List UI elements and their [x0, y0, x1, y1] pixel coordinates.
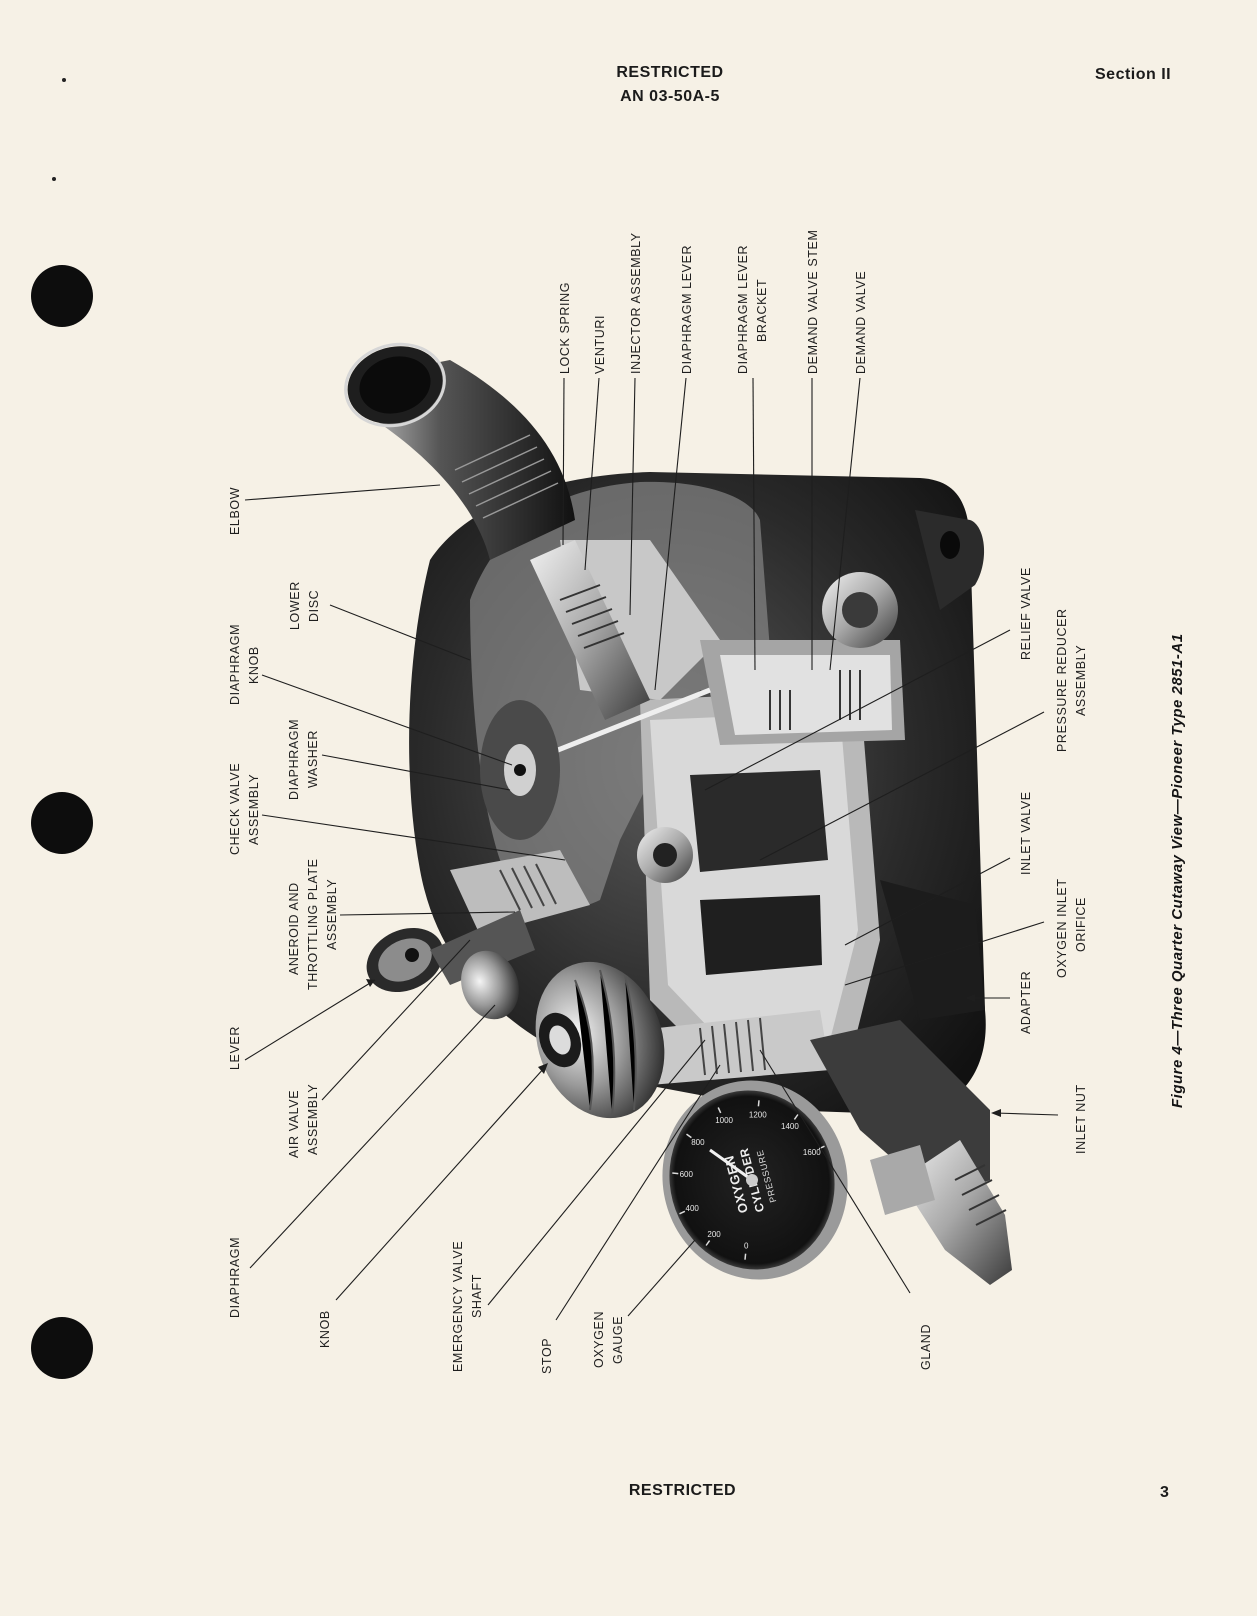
label-diaphragm: DIAPHRAGM — [228, 1237, 242, 1318]
left-labels: ELBOW LOWER DISC DIAPHRAGM KNOB DIAPHRAG… — [228, 487, 933, 1374]
label-oxygen-gauge-line1: OXYGEN — [592, 1311, 606, 1368]
gauge-tick — [744, 1253, 747, 1260]
gauge-scale-label: 1000 — [715, 1116, 733, 1125]
emergency-knob — [535, 961, 665, 1119]
label-inlet-valve: INLET VALVE — [1019, 791, 1033, 875]
label-knob: KNOB — [318, 1310, 332, 1348]
label-oxygen-gauge-line2: GAUGE — [611, 1316, 625, 1364]
label-air-valve-line2: ASSEMBLY — [306, 1084, 320, 1155]
gauge-tick — [793, 1114, 799, 1120]
punch-hole-bottom — [31, 1317, 93, 1379]
label-venturi: VENTURI — [593, 315, 607, 374]
scan-speck — [62, 78, 66, 82]
label-inlet-nut: INLET NUT — [1074, 1084, 1088, 1154]
footer-classification: RESTRICTED — [628, 1482, 737, 1499]
label-check-valve-line2: ASSEMBLY — [247, 774, 261, 845]
top-labels: LOCK SPRING VENTURI INJECTOR ASSEMBLY DI… — [558, 230, 868, 374]
label-demand-valve: DEMAND VALVE — [854, 271, 868, 374]
label-diaphragm-washer-line1: DIAPHRAGM — [287, 719, 301, 800]
punch-hole-middle — [31, 792, 93, 854]
label-elbow: ELBOW — [228, 487, 242, 535]
label-relief-valve: RELIEF VALVE — [1019, 567, 1033, 660]
gauge-scale-label: 400 — [686, 1204, 700, 1213]
gauge-tick — [679, 1210, 686, 1215]
label-demand-valve-stem: DEMAND VALVE STEM — [806, 230, 820, 374]
label-emergency-line1: EMERGENCY VALVE — [451, 1241, 465, 1372]
gauge-tick — [717, 1107, 722, 1114]
gauge-scale-label: 200 — [707, 1230, 721, 1239]
label-diaphragm-lever: DIAPHRAGM LEVER — [680, 245, 694, 374]
gauge-tick — [757, 1100, 760, 1107]
label-injector-assembly: INJECTOR ASSEMBLY — [629, 232, 643, 374]
lever-part — [366, 910, 535, 993]
regulator-body — [409, 472, 1012, 1285]
gauge-scale-label: 0 — [744, 1242, 749, 1251]
leader-lines — [244, 377, 1059, 1321]
label-aneroid-line3: ASSEMBLY — [325, 879, 339, 950]
oxygen-gauge: OXYGEN CYLINDER PRESSURE 020040060080010… — [662, 1080, 848, 1280]
header-section: Section II — [1095, 66, 1172, 83]
gauge-scale-label: 600 — [680, 1170, 694, 1179]
page-number: 3 — [1160, 1484, 1170, 1501]
air-valve-knob — [461, 950, 519, 1020]
elbow-fitting — [344, 342, 575, 560]
label-oxygen-inlet-line1: OXYGEN INLET — [1055, 878, 1069, 978]
gauge-scale-label: 800 — [691, 1138, 705, 1147]
label-lower-disc-line2: DISC — [307, 590, 321, 622]
label-diaphragm-lever-bracket-line2: BRACKET — [755, 279, 769, 342]
label-oxygen-inlet-line2: ORIFICE — [1074, 897, 1088, 952]
label-diaphragm-lever-bracket-line1: DIAPHRAGM LEVER — [736, 245, 750, 374]
gauge-scale-label: 1200 — [749, 1110, 767, 1119]
gauge-tick — [686, 1133, 692, 1139]
right-labels: RELIEF VALVE PRESSURE REDUCER ASSEMBLY I… — [1019, 567, 1088, 1154]
gauge-tick — [672, 1172, 679, 1175]
figure-caption: Figure 4—Three Quarter Cutaway View—Pion… — [1169, 633, 1186, 1108]
label-emergency-line2: SHAFT — [470, 1274, 484, 1318]
gauge-tick — [818, 1145, 825, 1150]
label-diaphragm-washer-line2: WASHER — [306, 730, 320, 788]
label-lower-disc-line1: LOWER — [288, 581, 302, 630]
scan-speck — [52, 177, 56, 181]
label-diaphragm-knob-line1: DIAPHRAGM — [228, 624, 242, 705]
punch-hole-top — [31, 265, 93, 327]
label-air-valve-line1: AIR VALVE — [287, 1090, 301, 1158]
gauge-scale-label: 1600 — [803, 1148, 821, 1157]
header-doc-number: AN 03-50A-5 — [620, 88, 720, 105]
label-adapter: ADAPTER — [1019, 971, 1033, 1034]
label-pressure-reducer-line2: ASSEMBLY — [1074, 645, 1088, 716]
header-classification: RESTRICTED — [616, 64, 724, 81]
label-check-valve-line1: CHECK VALVE — [228, 763, 242, 855]
label-stop: STOP — [540, 1338, 554, 1374]
label-diaphragm-knob-line2: KNOB — [247, 646, 261, 684]
label-aneroid-line1: ANEROID AND — [287, 882, 301, 975]
label-lever: LEVER — [228, 1026, 242, 1070]
label-pressure-reducer-line1: PRESSURE REDUCER — [1055, 608, 1069, 752]
gauge-scale-label: 1400 — [781, 1122, 799, 1131]
label-lock-spring: LOCK SPRING — [558, 282, 572, 374]
label-aneroid-line2: THROTTLING PLATE — [306, 858, 320, 990]
gauge-tick — [705, 1240, 711, 1246]
label-gland: GLAND — [919, 1324, 933, 1370]
gauge-scale: 0 200 400 600 800 1000 1200 1400 1600 — [672, 1100, 825, 1260]
